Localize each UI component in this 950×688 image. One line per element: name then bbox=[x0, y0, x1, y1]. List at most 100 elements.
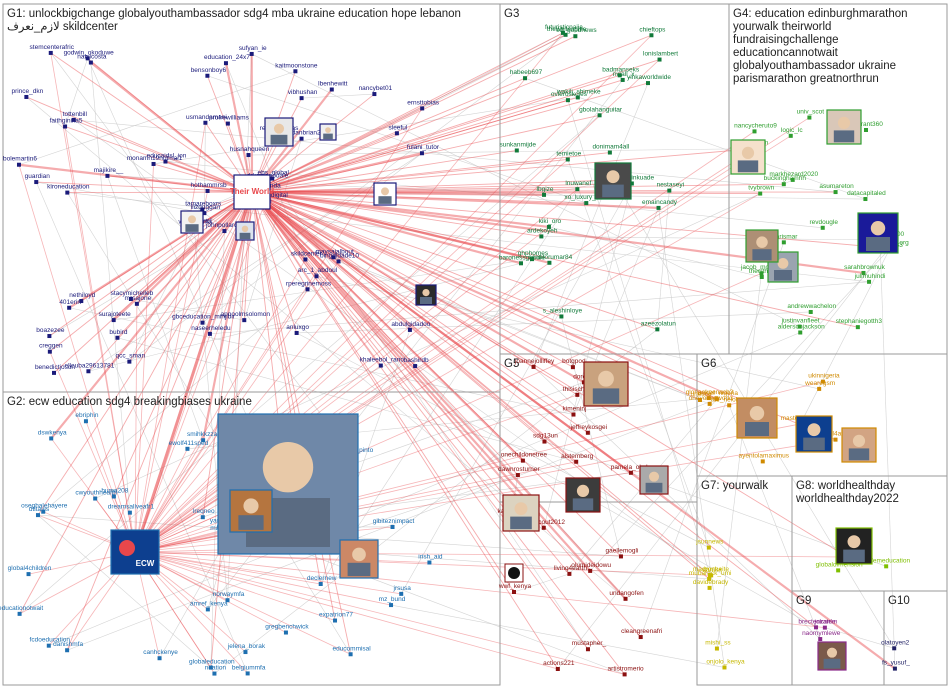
avatar-gloriaokpenach3[interactable] bbox=[841, 427, 877, 463]
node-unesco[interactable]: unesco bbox=[691, 391, 712, 402]
node-yinkaworldwide[interactable]: yinkaworldwide bbox=[627, 74, 671, 86]
node-nancycheruto9[interactable]: nancycheruto9 bbox=[734, 122, 777, 134]
avatar-egi-nupe[interactable] bbox=[594, 162, 632, 200]
node-mustapher-[interactable]: mustapher_ bbox=[572, 640, 607, 652]
node-usmandamani[interactable]: usmandamani bbox=[186, 114, 227, 125]
node-gloriaokpenach3[interactable]: gloriaokpenach3 bbox=[686, 389, 734, 401]
node-ewolf411sped[interactable]: ewolf411sped bbox=[169, 440, 209, 451]
avatar-ecoscout2012[interactable] bbox=[502, 494, 540, 532]
node-revdougle[interactable]: revdougle bbox=[809, 219, 838, 230]
node-mz-bund[interactable]: mz_bund bbox=[379, 596, 406, 608]
node-nwall-x[interactable]: nwall_x bbox=[613, 71, 635, 82]
node-wwf-kenya[interactable]: wwf_kenya bbox=[498, 583, 532, 594]
wwf-panda-logo[interactable] bbox=[504, 563, 524, 583]
node-undangofen[interactable]: undangofen bbox=[609, 590, 644, 601]
node-apnoolmsolomon[interactable]: apnoolmsolomon bbox=[221, 311, 271, 323]
node-gaellemogli[interactable]: gaellemogli bbox=[606, 547, 639, 559]
node-pamela-okuku[interactable]: pamela_okuku bbox=[611, 464, 654, 475]
node-ovieroskoles[interactable]: ovieroskoles bbox=[551, 91, 588, 103]
avatar-this0499154500[interactable] bbox=[857, 212, 899, 254]
node-naseerheledu[interactable]: naseerheledu bbox=[191, 325, 231, 336]
node-s-aleshinloye[interactable]: s_aleshinloye bbox=[543, 307, 583, 319]
node-global4children[interactable]: global4children bbox=[8, 565, 52, 577]
node-temietoe[interactable]: temietoe bbox=[556, 150, 582, 162]
avatar-jeffreykosgei[interactable] bbox=[565, 477, 601, 513]
node-jacob-moreton[interactable]: jacob_moreton bbox=[740, 264, 784, 276]
avatar-sanayebharucha[interactable] bbox=[339, 539, 379, 579]
avatar-bolemartin6[interactable] bbox=[415, 284, 437, 306]
node-parismar[interactable]: parismar bbox=[772, 233, 798, 245]
node-johnpollard15[interactable]: johnpollard15 bbox=[205, 222, 245, 234]
node-asumareton[interactable]: asumareton bbox=[819, 183, 854, 195]
node-smihkkzzart[interactable]: smihkkzzart bbox=[187, 431, 222, 443]
node-senatorumar84[interactable]: senatorumar84 bbox=[529, 254, 573, 265]
node-stacymichelleb[interactable]: stacymichelleb bbox=[111, 290, 154, 301]
node-arc-1-abdoul[interactable]: arc_1_abdoul bbox=[298, 267, 338, 279]
node-azeezolatun[interactable]: azeezolatun bbox=[641, 320, 676, 332]
node-ardekoyeh[interactable]: ardekoyeh bbox=[527, 227, 558, 239]
node-lbgize[interactable]: lbgize bbox=[537, 186, 554, 197]
node-oxfemeducation[interactable]: oxfemeducation bbox=[864, 557, 910, 569]
node-401erin[interactable]: 401erin bbox=[59, 299, 81, 310]
node-nethiloyd[interactable]: nethiloyd bbox=[69, 292, 96, 304]
node-qcc-sman[interactable]: qcc_sman bbox=[116, 353, 146, 364]
avatar-educationotwait[interactable] bbox=[229, 489, 273, 533]
node-kiki-oro[interactable]: kiki_oro bbox=[539, 218, 562, 229]
node-oseghalehayere[interactable]: oseghalehayere bbox=[21, 503, 68, 514]
node-monamn19hotmai1[interactable]: monamn19hotmai1 bbox=[127, 155, 183, 166]
avatar-kimeninj[interactable] bbox=[639, 465, 669, 495]
node-mishi-ss[interactable]: mishi_ss bbox=[705, 640, 731, 651]
node-dawnrosturner[interactable]: dawnrosturner bbox=[498, 466, 540, 478]
node-badmanseks[interactable]: badmanseks bbox=[602, 66, 640, 78]
node-justinvanfleet[interactable]: justinvanfleet bbox=[781, 318, 820, 329]
node-declernew[interactable]: declernew bbox=[307, 575, 337, 586]
node-educationotwait[interactable]: educationotwait bbox=[0, 605, 43, 616]
node-expatrion77[interactable]: expatrion77 bbox=[319, 612, 353, 623]
node-hothammrsb[interactable]: hothammrsb bbox=[190, 182, 227, 193]
node-rperegrinemoss[interactable]: rperegrinemoss bbox=[286, 280, 332, 292]
node-jokatem[interactable]: jokatem bbox=[813, 619, 837, 630]
node-unicef-nigeria[interactable]: unicef_nigeria bbox=[698, 390, 739, 402]
node-majikire-[interactable]: majikire__ bbox=[94, 167, 124, 178]
node-univ-scot[interactable]: univ_scot bbox=[797, 109, 825, 120]
node-olatoyen2[interactable]: olatoyen2 bbox=[881, 639, 910, 651]
node-nestaseyi[interactable]: nestaseyi bbox=[657, 182, 684, 193]
node-profrewilliams[interactable]: profrewilliams bbox=[209, 115, 249, 126]
avatar-buckinghamhh[interactable] bbox=[730, 139, 766, 175]
node-bashirdb[interactable]: bashirdb bbox=[404, 357, 429, 369]
node-educommisal[interactable]: educommisal bbox=[332, 645, 371, 657]
node-educaidsl-ion[interactable]: educaidsl_ion bbox=[147, 153, 187, 164]
node-kaitmoonstone[interactable]: kaitmoonstone bbox=[275, 62, 318, 74]
node-boazezee[interactable]: boazezee bbox=[36, 327, 65, 339]
avatar-cluster-g2[interactable] bbox=[217, 413, 359, 555]
avatar-ssd52[interactable] bbox=[835, 527, 873, 565]
node-dtitavis[interactable]: dtitavis bbox=[29, 506, 50, 518]
node-tvybrown[interactable]: tvybrown bbox=[748, 185, 775, 196]
node-chieftops[interactable]: chieftops bbox=[639, 26, 666, 38]
avatar-areal4africa[interactable] bbox=[795, 415, 833, 453]
node-madronheite[interactable]: madronheite bbox=[693, 566, 730, 578]
node-xo-luxury-store[interactable]: xo_luxury_store bbox=[564, 194, 611, 206]
node-maysajalbout[interactable]: maysajalbout bbox=[315, 248, 354, 260]
node-cleangreenafri[interactable]: cleangreenafri bbox=[621, 628, 662, 640]
theirworld-logo[interactable]: Their World bbox=[230, 174, 274, 210]
node-benedictjoson[interactable]: benedictjoson bbox=[35, 364, 75, 375]
node-jrsusa[interactable]: jrsusa bbox=[393, 585, 412, 596]
node-lbenhewitt[interactable]: lbenhewitt bbox=[318, 81, 348, 92]
node-onjolo-kenya[interactable]: onjolo_kenya bbox=[706, 658, 745, 670]
node-jsunnews[interactable]: jsunnews bbox=[695, 539, 724, 550]
node-bensonboy6[interactable]: bensonboy6 bbox=[191, 67, 227, 78]
node-artistromerio[interactable]: artistromerio bbox=[608, 665, 645, 677]
node-danishmfa[interactable]: danishmfa bbox=[53, 641, 83, 653]
node-khaleebol-rano[interactable]: khaleebol_rano bbox=[360, 357, 405, 368]
node-canhckenye[interactable]: canhckenye bbox=[143, 649, 178, 661]
node-onechildonetree[interactable]: onechildonetree bbox=[501, 452, 548, 463]
node-botgpod[interactable]: botgpod bbox=[562, 358, 586, 370]
node-sunkanmijde[interactable]: sunkanmijde bbox=[500, 141, 537, 153]
node-thewhitespike[interactable]: thewhitespike bbox=[547, 26, 587, 37]
node-lonislambert[interactable]: lonislambert bbox=[643, 51, 678, 62]
node-irish-aid[interactable]: irish_aid bbox=[418, 554, 443, 565]
node-jeffreykosgei[interactable]: jeffreykosgei bbox=[570, 424, 607, 435]
node-godwin-okoduwe[interactable]: godwin_okoduwe bbox=[64, 49, 115, 61]
node-ghphomes[interactable]: ghphomes bbox=[518, 250, 549, 262]
